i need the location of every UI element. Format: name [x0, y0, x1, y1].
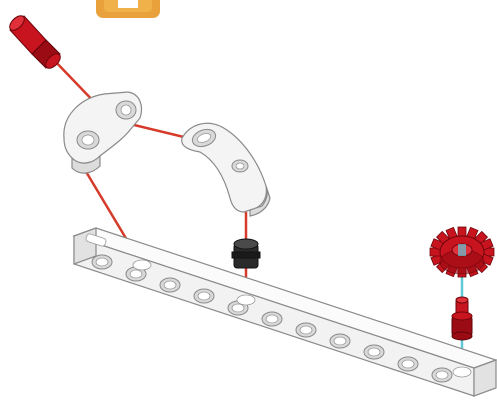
- beam-hole: [160, 278, 180, 292]
- beam-holes: [92, 255, 452, 382]
- red-axle-pin: [7, 13, 63, 71]
- black-axle-bush: [232, 239, 260, 268]
- guide-line-connector-to-connector: [130, 124, 188, 138]
- red-gear: [430, 227, 494, 277]
- white-angled-connector-right: [182, 123, 270, 216]
- beam-hole: [364, 345, 384, 359]
- beam-hole: [296, 323, 316, 337]
- beam-hole: [262, 312, 282, 326]
- beam-hole: [432, 368, 452, 382]
- white-angled-connector-left: [64, 92, 142, 173]
- step-badge: [96, 0, 160, 18]
- beam-hole: [398, 357, 418, 371]
- beam-hole: [330, 334, 350, 348]
- beam-hole: [194, 289, 214, 303]
- red-pin: [452, 297, 472, 340]
- beam-hole: [92, 255, 112, 269]
